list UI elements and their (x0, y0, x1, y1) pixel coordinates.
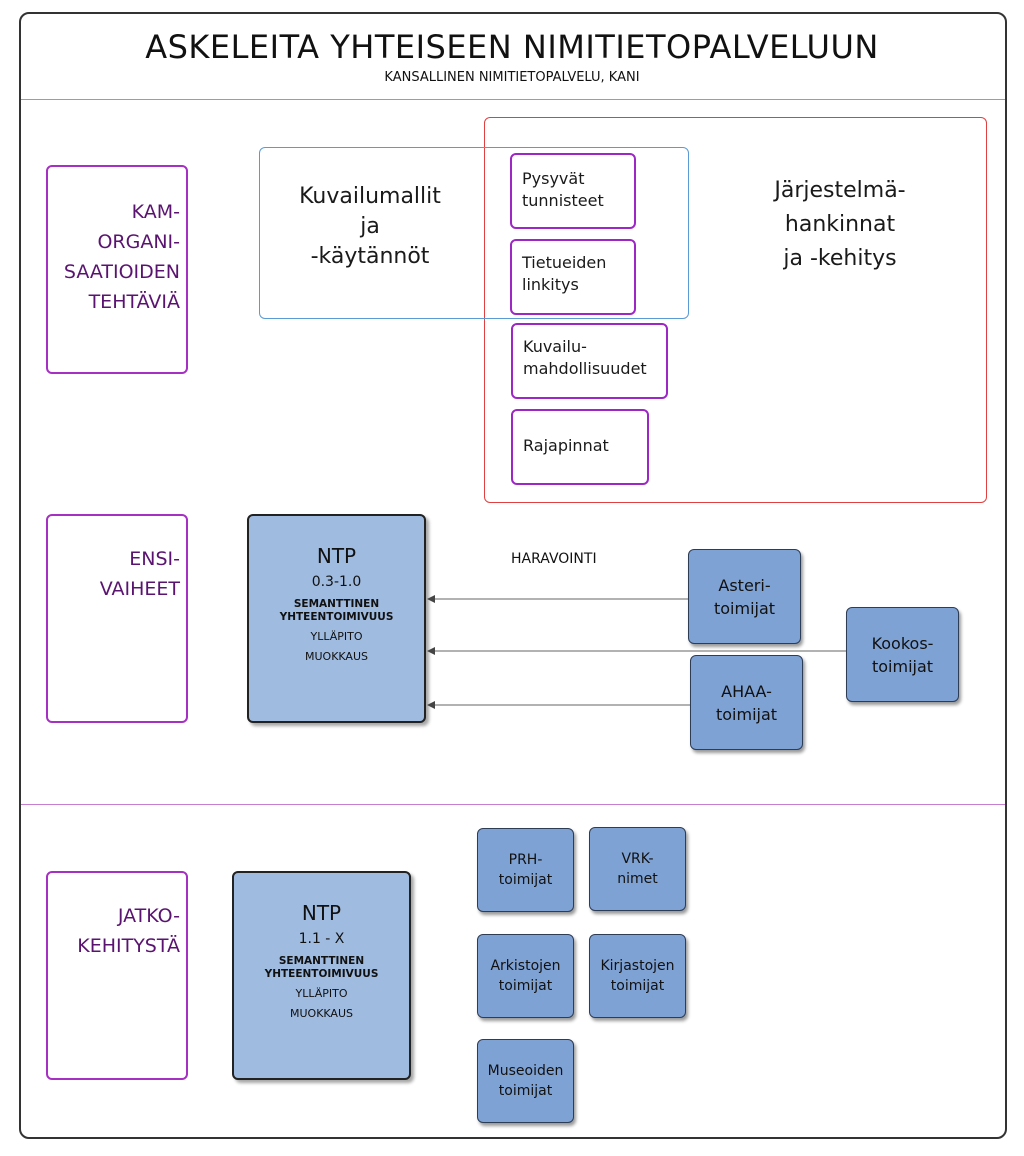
actor-line: toimijat (610, 978, 665, 994)
ntp-maintenance-label: YLLÄPITO MUOKKAUS (249, 630, 424, 664)
actor-kirjastot: Kirjastojen toimijat (589, 934, 686, 1018)
ntp-bold-line: SEMANTTINEN (293, 598, 380, 610)
actor-line: toimijat (498, 978, 553, 994)
actor-line: Arkistojen (490, 958, 561, 974)
row-label-kam: KAM- ORGANI- SAATIOIDEN TEHTÄVIÄ (46, 165, 188, 374)
item-line: Rajapinnat (523, 436, 609, 455)
actor-vrk: VRK- nimet (589, 827, 686, 911)
actor-line: toimijat (498, 1083, 553, 1099)
kam-item-rajapinnat: Rajapinnat (511, 409, 649, 485)
kam-item-kuvailumahdollisuudet: Kuvailu- mahdollisuudet (511, 323, 668, 399)
actor-arkistot: Arkistojen toimijat (477, 934, 574, 1018)
actor-line: Kirjastojen (600, 958, 675, 974)
item-line: Kuvailu- (523, 337, 587, 356)
actor-line: nimet (617, 871, 658, 887)
ntp-semantic-label: SEMANTTINEN YHTEENTOIMIVUUS (249, 598, 424, 624)
ntp-first-phase: NTP 0.3-1.0 SEMANTTINEN YHTEENTOIMIVUUS … (247, 514, 426, 723)
actor-ahaa: AHAA- toimijat (690, 655, 803, 750)
row-label-line: JATKO- (117, 905, 180, 927)
ntp-version: 0.3-1.0 (311, 574, 362, 590)
ntp-small-line: MUOKKAUS (305, 650, 368, 663)
diagram-subtitle: KANSALLINEN NIMITIETOPALVELU, KANI (384, 70, 640, 85)
item-line: mahdollisuudet (523, 359, 647, 378)
actor-line: toimijat (871, 656, 934, 676)
label-line: ja (360, 214, 380, 239)
actor-prh: PRH- toimijat (477, 828, 574, 912)
ntp-semantic-label: SEMANTTINEN YHTEENTOIMIVUUS (234, 955, 409, 981)
label-line: ja -kehitys (783, 246, 897, 271)
ntp-bold-line: SEMANTTINEN (278, 955, 365, 967)
actor-line: Kookos- (871, 633, 934, 653)
ntp-title: NTP (301, 901, 342, 925)
label-line: Kuvailumallit (299, 184, 441, 209)
system-procurement-region (484, 117, 987, 503)
row-label-line: SAATIOIDEN (63, 261, 180, 283)
label-line: hankinnat (784, 212, 896, 237)
ntp-further-development: NTP 1.1 - X SEMANTTINEN YHTEENTOIMIVUUS … (232, 871, 411, 1080)
actor-line: toimijat (715, 704, 778, 724)
row-label-line: ORGANI- (97, 231, 180, 253)
ntp-maintenance-label: YLLÄPITO MUOKKAUS (234, 987, 409, 1021)
actor-line: AHAA- (721, 681, 772, 701)
actor-museot: Museoiden toimijat (477, 1039, 574, 1123)
row-label-line: TEHTÄVIÄ (88, 291, 180, 313)
actor-line: Museoiden (487, 1063, 564, 1079)
kam-item-tietueiden-linkitys: Tietueiden linkitys (510, 239, 636, 315)
actor-line: VRK- (621, 851, 654, 867)
row-label-line: VAIHEET (99, 578, 180, 600)
ntp-small-line: YLLÄPITO (310, 630, 363, 643)
ntp-small-line: YLLÄPITO (295, 987, 348, 1000)
row-divider (21, 804, 1005, 805)
row-label-ensivaiheet: ENSI- VAIHEET (46, 514, 188, 723)
actor-line: PRH- (508, 852, 543, 868)
harvest-label: HARAVOINTI (511, 551, 597, 567)
item-line: linkitys (522, 275, 579, 294)
ntp-bold-line: YHTEENTOIMIVUUS (264, 968, 379, 980)
header-divider (21, 99, 1005, 100)
row-label-line: KAM- (131, 201, 180, 223)
ntp-small-line: MUOKKAUS (290, 1007, 353, 1020)
actor-line: toimijat (713, 598, 776, 618)
actor-kookos: Kookos- toimijat (846, 607, 959, 702)
system-procurement-label: Järjestelmä- hankinnat ja -kehitys (740, 174, 940, 276)
description-models-region (259, 147, 689, 319)
row-label-line: ENSI- (129, 548, 180, 570)
diagram-frame (19, 12, 1007, 1139)
ntp-title: NTP (316, 544, 357, 568)
description-models-label: Kuvailumallit ja -käytännöt (280, 182, 460, 272)
actor-asteri: Asteri- toimijat (688, 549, 801, 644)
diagram-title: ASKELEITA YHTEISEEN NIMITIETOPALVELUUN (145, 28, 879, 66)
label-line: Järjestelmä- (774, 178, 906, 203)
actor-line: toimijat (498, 872, 553, 888)
kam-item-pysyvat-tunnisteet: Pysyvät tunnisteet (510, 153, 636, 229)
actor-line: Asteri- (718, 575, 771, 595)
row-label-jatkokehitys: JATKO- KEHITYSTÄ (46, 871, 188, 1080)
ntp-version: 1.1 - X (298, 931, 345, 947)
ntp-bold-line: YHTEENTOIMIVUUS (279, 611, 394, 623)
label-line: -käytännöt (310, 244, 430, 269)
item-line: Tietueiden (522, 253, 607, 272)
item-line: Pysyvät (522, 169, 585, 188)
item-line: tunnisteet (522, 191, 604, 210)
row-label-line: KEHITYSTÄ (77, 935, 180, 957)
